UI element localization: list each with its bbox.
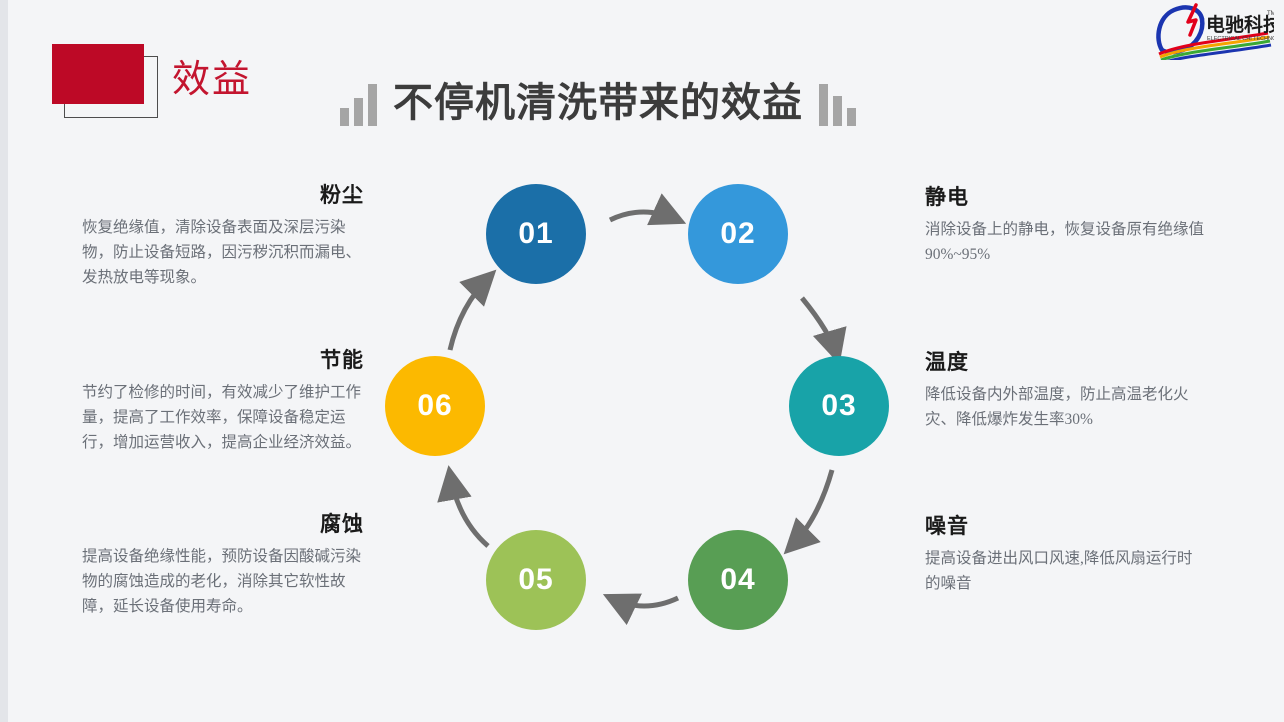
bar-chart-right-icon [819, 82, 856, 126]
info-heading-energy: 节能 [320, 349, 364, 372]
section-badge [52, 44, 162, 122]
info-heading-dust: 粉尘 [320, 184, 364, 207]
arrow-03-to-04 [783, 469, 835, 555]
badge-red-square [52, 44, 144, 104]
slide-title-row: 不停机清洗带来的效益 [340, 66, 856, 126]
page-title: 不停机清洗带来的效益 [393, 81, 803, 125]
info-heading-temperature: 温度 [925, 351, 969, 374]
info-heading-noise: 噪音 [925, 515, 969, 538]
arrow-01-to-02 [608, 193, 687, 226]
cycle-node-03[interactable]: 03 [789, 356, 889, 456]
info-block-corrosion: 腐蚀 提高设备绝缘性能，预防设备因酸碱污染物的腐蚀造成的老化，消除其它软性故障，… [82, 512, 364, 619]
cycle-node-04[interactable]: 04 [688, 530, 788, 630]
svg-text:ELECTRICAL CHI TECHNOLOGY: ELECTRICAL CHI TECHNOLOGY [1207, 36, 1274, 42]
info-body-noise: 提高设备进出风口风速,降低风扇运行时的噪音 [925, 550, 1193, 592]
svg-text:TM: TM [1267, 11, 1274, 17]
svg-text:电驰科技: 电驰科技 [1206, 13, 1274, 36]
cycle-node-01[interactable]: 01 [486, 184, 586, 284]
arrow-02-to-03 [800, 296, 847, 365]
cycle-node-05[interactable]: 05 [486, 530, 586, 630]
info-body-static: 消除设备上的静电，恢复设备原有绝缘值90%~95% [925, 221, 1205, 263]
arrow-04-to-05 [602, 593, 680, 626]
info-block-temperature: 温度 降低设备内外部温度，防止高温老化火灾、降低爆炸发生率30% [925, 350, 1207, 432]
info-heading-corrosion: 腐蚀 [320, 513, 364, 536]
info-body-energy: 节约了检修的时间，有效减少了维护工作量，提高了工作效率，保障设备稳定运行，增加运… [82, 384, 362, 451]
info-block-noise: 噪音 提高设备进出风口风速,降低风扇运行时的噪音 [925, 514, 1207, 596]
section-badge-label: 效益 [172, 59, 253, 101]
arrow-06-to-01 [447, 269, 497, 351]
info-block-static: 静电 消除设备上的静电，恢复设备原有绝缘值90%~95% [925, 185, 1207, 267]
info-block-dust: 粉尘 恢复绝缘值，清除设备表面及深层污染物，防止设备短路，因污秽沉积而漏电、发热… [82, 183, 364, 290]
cycle-node-02[interactable]: 02 [688, 184, 788, 284]
arrow-05-to-06 [437, 465, 490, 548]
info-body-corrosion: 提高设备绝缘性能，预防设备因酸碱污染物的腐蚀造成的老化，消除其它软性故障，延长设… [82, 548, 362, 615]
info-body-temperature: 降低设备内外部温度，防止高温老化火灾、降低爆炸发生率30% [925, 386, 1189, 428]
bar-chart-left-icon [340, 82, 377, 126]
cycle-node-06[interactable]: 06 [385, 356, 485, 456]
info-body-dust: 恢复绝缘值，清除设备表面及深层污染物，防止设备短路，因污秽沉积而漏电、发热放电等… [82, 219, 362, 286]
info-block-energy: 节能 节约了检修的时间，有效减少了维护工作量，提高了工作效率，保障设备稳定运行，… [82, 348, 364, 455]
logo-icon: 电驰科技 ELECTRICAL CHI TECHNOLOGY TM [1156, 3, 1284, 65]
company-logo: 电驰科技 ELECTRICAL CHI TECHNOLOGY TM [1154, 2, 1284, 65]
cycle-diagram: 01 02 03 04 05 06 [378, 168, 906, 648]
left-edge-strip [0, 0, 8, 722]
info-heading-static: 静电 [925, 186, 969, 209]
